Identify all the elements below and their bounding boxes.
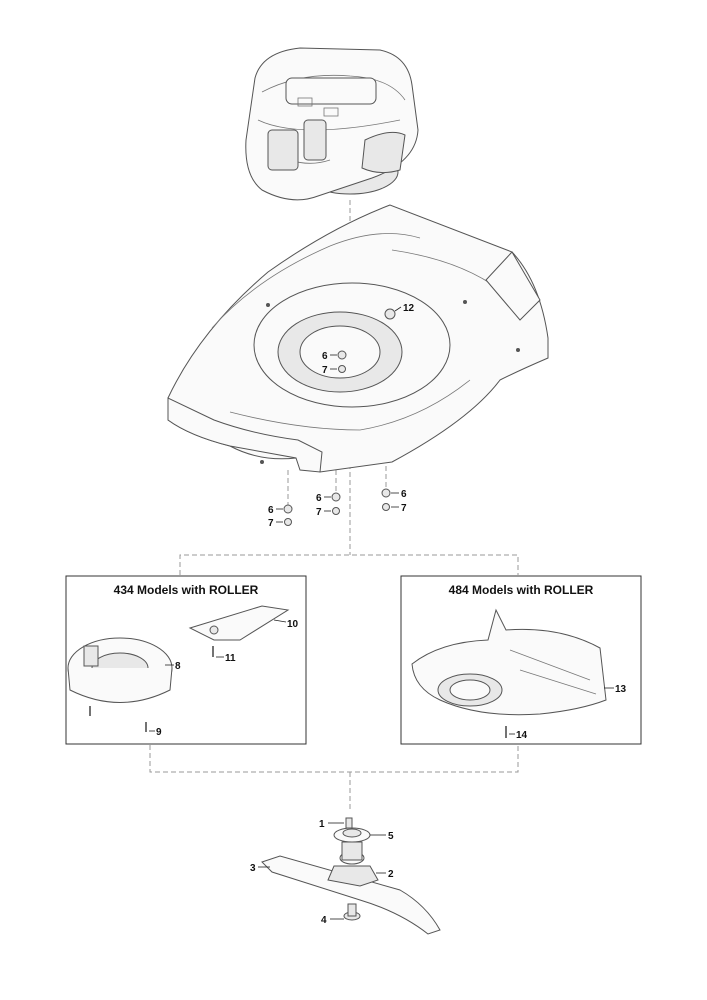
- callout-2: 2: [388, 869, 394, 880]
- mower-deck: [167, 204, 549, 473]
- callout-7: 7: [316, 507, 322, 518]
- panel-484-title: 484 Models with ROLLER: [449, 583, 594, 597]
- callout-9: 9: [156, 727, 162, 738]
- callout-14: 14: [516, 730, 528, 741]
- callout-7: 7: [401, 503, 407, 514]
- callout-6: 6: [268, 505, 274, 516]
- callout-3: 3: [250, 863, 256, 874]
- callout-13: 13: [615, 684, 627, 695]
- panel-434-title: 434 Models with ROLLER: [114, 583, 259, 597]
- callout-7: 7: [322, 365, 328, 376]
- callout-6: 6: [401, 489, 407, 500]
- callout-6: 6: [316, 493, 322, 504]
- callout-8: 8: [175, 661, 181, 672]
- panel-434-models: 434 Models with ROLLER: [65, 575, 307, 745]
- callout-5: 5: [388, 831, 394, 842]
- callout-6: 6: [322, 351, 328, 362]
- callout-10: 10: [287, 619, 299, 630]
- callout-11: 11: [225, 653, 236, 664]
- deck-fasteners: [283, 308, 396, 526]
- callout-12: 12: [403, 303, 415, 314]
- panel-484-models: 484 Models with ROLLER: [400, 575, 642, 745]
- callouts: 12 6 7 6 7 6 7 6 7 10 11 8 9 13 14 1 5: [149, 303, 627, 926]
- motor-housing: [245, 47, 419, 201]
- callout-1: 1: [319, 819, 325, 830]
- blade-assembly: [261, 817, 441, 935]
- callout-4: 4: [321, 915, 327, 926]
- callout-7: 7: [268, 518, 274, 529]
